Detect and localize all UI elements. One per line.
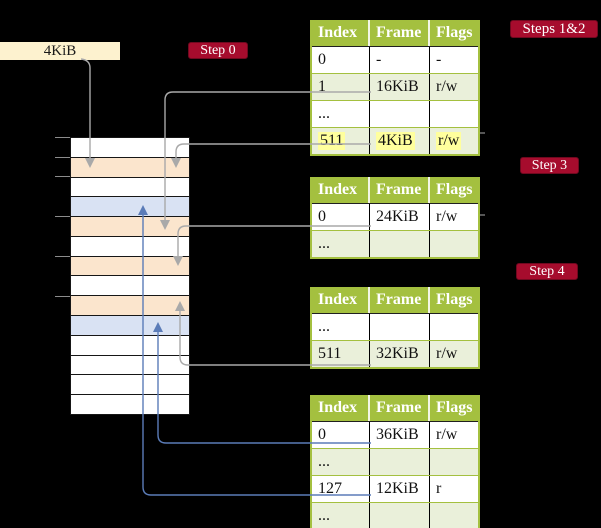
column-header-frame: Frame	[370, 20, 430, 46]
table-cell: -	[436, 51, 442, 68]
table-cell: 36KiB	[370, 422, 430, 448]
memory-tick	[55, 296, 70, 297]
memory-row-white	[71, 375, 189, 396]
memory-row-peach	[71, 157, 189, 178]
table-row: 0--	[312, 47, 478, 74]
column-header-frame: Frame	[370, 395, 430, 421]
column-header-flags: Flags	[436, 291, 473, 308]
column-header-index: Index	[312, 177, 370, 203]
table-cell: ...	[312, 503, 370, 528]
column-header-flags: Flags	[436, 399, 473, 416]
table-cell: r	[436, 480, 442, 497]
highlighted-value: 4KiB	[376, 132, 415, 150]
memory-row-peach	[71, 217, 189, 237]
table-cell	[370, 231, 430, 257]
table-cell: 32KiB	[370, 341, 430, 367]
badge-steps-1-2: Steps 1&2	[510, 20, 598, 38]
table-row: ...	[312, 449, 478, 476]
table-cell: 511	[312, 341, 370, 367]
memory-row-white	[71, 395, 189, 414]
table-cell: 127	[312, 476, 370, 502]
table-cell: r/w	[430, 128, 478, 154]
column-header-flags: Flags	[436, 24, 473, 41]
table-cell: 0	[312, 422, 370, 448]
table-cell: 0	[312, 47, 370, 73]
column-header-index: Index	[312, 20, 370, 46]
column-header-frame: Frame	[370, 287, 430, 313]
memory-row-blue	[71, 197, 189, 218]
table-cell	[370, 101, 430, 127]
table-cell: 0	[312, 204, 370, 230]
memory-row-blue	[71, 316, 189, 336]
root-table-address-label: 4KiB	[0, 42, 120, 60]
table-cell	[430, 449, 478, 475]
memory-row-white	[71, 177, 189, 198]
column-header-index: Index	[312, 287, 370, 313]
column-header-index: Index	[312, 395, 370, 421]
memory-tick	[55, 137, 70, 138]
table-cell: r/w	[436, 345, 458, 362]
memory-row-white	[71, 138, 189, 158]
table-cell: -	[370, 47, 430, 73]
memory-row-white	[71, 236, 189, 257]
memory-tick	[55, 216, 70, 217]
table-row: ...	[312, 314, 478, 341]
table-cell	[430, 101, 478, 127]
badge-step-3: Step 3	[520, 157, 579, 174]
memory-tick	[55, 176, 70, 177]
highlighted-value: 511	[318, 132, 346, 150]
memory-row-peach	[71, 296, 189, 317]
table-cell: 1	[312, 74, 370, 100]
table-cell: ...	[312, 101, 370, 127]
table-cell: 511	[312, 128, 370, 154]
table-cell	[370, 449, 430, 475]
table-cell: r/w	[436, 78, 458, 95]
badge-step-0: Step 0	[188, 42, 248, 59]
table-cell: 24KiB	[370, 204, 430, 230]
table-cell	[370, 314, 430, 340]
table-cell: ...	[312, 314, 370, 340]
table-row: ...	[312, 231, 478, 257]
connector-stub	[480, 132, 485, 134]
table-cell	[430, 503, 478, 528]
connector-stub	[480, 214, 485, 216]
table-cell	[430, 231, 478, 257]
memory-row-white	[71, 355, 189, 376]
table-cell: 16KiB	[370, 74, 430, 100]
table-cell: 12KiB	[370, 476, 430, 502]
table-cell: ...	[312, 231, 370, 257]
table-cell: ...	[312, 449, 370, 475]
column-header-frame: Frame	[370, 177, 430, 203]
memory-row-peach	[71, 256, 189, 277]
table-cell: r/w	[436, 208, 458, 225]
badge-step-4: Step 4	[516, 263, 578, 280]
memory-tick	[55, 157, 70, 158]
table-row: ...	[312, 503, 478, 528]
table-cell: 4KiB	[370, 128, 430, 154]
table-row: ...	[312, 101, 478, 128]
table-row: 511 4KiB r/w	[312, 128, 478, 154]
physical-memory-strip	[70, 137, 190, 415]
table-cell	[370, 503, 430, 528]
memory-row-white	[71, 276, 189, 297]
table-cell	[430, 314, 478, 340]
highlighted-value: r/w	[436, 132, 462, 150]
memory-tick	[55, 256, 70, 257]
table-cell: r/w	[436, 426, 458, 443]
column-header-flags: Flags	[436, 181, 473, 198]
memory-row-white	[71, 335, 189, 356]
